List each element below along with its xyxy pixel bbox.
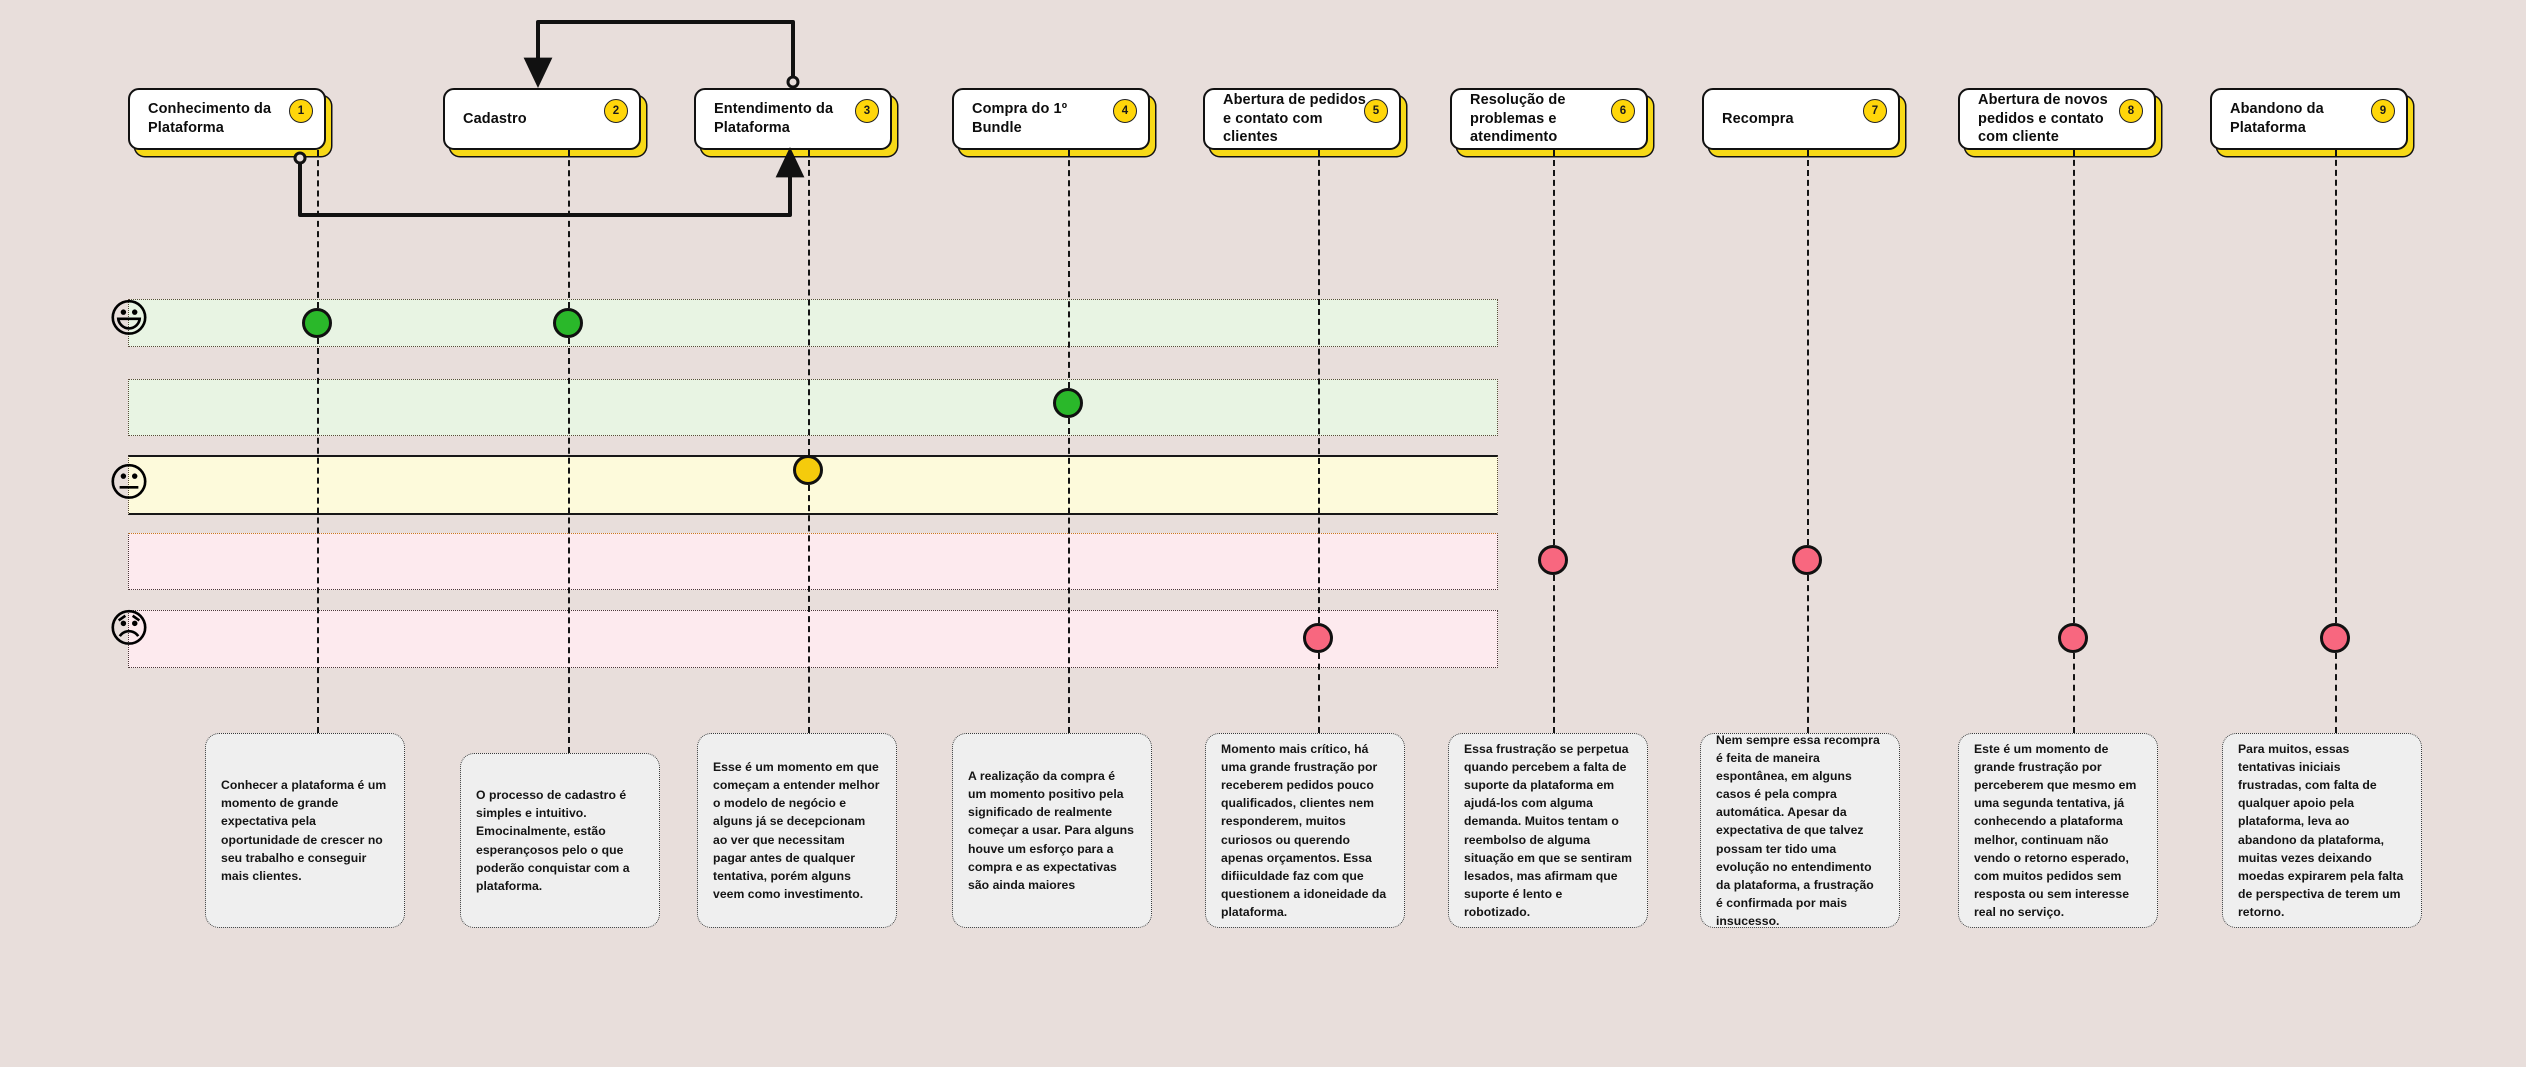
stage-box-7[interactable]: Recompra 7: [1702, 88, 1900, 150]
description-card-6[interactable]: Essa frustração se perpetua quando perce…: [1448, 733, 1648, 928]
lane-negative: [128, 533, 1498, 590]
lane-very-negative: [128, 610, 1498, 668]
description-card-1[interactable]: Conhecer a plataforma é um momento de gr…: [205, 733, 405, 928]
stage-label-1: Conhecimento da Plataforma: [148, 101, 272, 136]
neutral-face-icon: 😐: [108, 461, 150, 505]
description-card-9[interactable]: Para muitos, essas tentativas iniciais f…: [2222, 733, 2422, 928]
description-text-4: A realização da compra é um momento posi…: [968, 769, 1134, 892]
stage-leader-line-8: [2073, 150, 2075, 623]
stage-number-badge-1: 1: [289, 99, 313, 123]
stage-box-1[interactable]: Conhecimento da Plataforma 1: [128, 88, 326, 150]
stage-number-badge-6: 6: [1611, 99, 1635, 123]
journey-point-3[interactable]: [793, 455, 823, 485]
stage-leader-line-5: [1318, 150, 1320, 623]
stage-label-9: Abandono da Plataforma: [2230, 101, 2324, 136]
description-card-4[interactable]: A realização da compra é um momento posi…: [952, 733, 1152, 928]
stage-label-4: Compra do 1º Bundle: [972, 101, 1068, 136]
leader-line-3: [808, 485, 810, 733]
stage-label-3: Entendimento da Plataforma: [714, 101, 834, 136]
stage-number-badge-2: 2: [604, 99, 628, 123]
stage-leader-line-6: [1553, 150, 1555, 545]
description-card-2[interactable]: O processo de cadastro é simples e intui…: [460, 753, 660, 928]
description-card-5[interactable]: Momento mais crítico, há uma grande frus…: [1205, 733, 1405, 928]
stage-number-badge-3: 3: [855, 99, 879, 123]
stage-box-2[interactable]: Cadastro 2: [443, 88, 641, 150]
stage-box-3[interactable]: Entendimento da Plataforma 3: [694, 88, 892, 150]
leader-line-5: [1318, 653, 1320, 733]
connector-source-endpoint-1: [293, 151, 307, 165]
leader-line-7: [1807, 575, 1809, 733]
journey-point-8[interactable]: [2058, 623, 2088, 653]
description-text-3: Esse é um momento em que começam a enten…: [713, 760, 880, 901]
stage-leader-line-4: [1068, 150, 1070, 388]
description-card-3[interactable]: Esse é um momento em que começam a enten…: [697, 733, 897, 928]
leader-line-6: [1553, 575, 1555, 733]
connector-stage3-to-stage2: [523, 20, 795, 89]
description-text-6: Essa frustração se perpetua quando perce…: [1464, 742, 1632, 919]
leader-line-2: [568, 338, 570, 753]
stage-number-badge-9: 9: [2371, 99, 2395, 123]
stage-leader-line-2: [568, 150, 570, 308]
stage-number-badge-4: 4: [1113, 99, 1137, 123]
description-text-7: Nem sempre essa recompra é feita de mane…: [1716, 733, 1880, 928]
lane-positive: [128, 379, 1498, 436]
stage-number-badge-8: 8: [2119, 99, 2143, 123]
connector-source-endpoint-3: [786, 75, 800, 89]
connector-stage1-to-stage3: [298, 146, 805, 217]
journey-point-5[interactable]: [1303, 623, 1333, 653]
journey-point-9[interactable]: [2320, 623, 2350, 653]
stage-label-7: Recompra: [1722, 110, 1794, 127]
stage-label-5: Abertura de pedidos e contato com client…: [1223, 92, 1366, 146]
lane-very-positive: [128, 299, 1498, 347]
stage-leader-line-3: [808, 150, 810, 455]
stage-leader-line-7: [1807, 150, 1809, 545]
description-card-7[interactable]: Nem sempre essa recompra é feita de mane…: [1700, 733, 1900, 928]
stage-box-5[interactable]: Abertura de pedidos e contato com client…: [1203, 88, 1401, 150]
stage-box-4[interactable]: Compra do 1º Bundle 4: [952, 88, 1150, 150]
leader-line-1: [317, 338, 319, 733]
journey-point-2[interactable]: [553, 308, 583, 338]
stage-number-badge-5: 5: [1364, 99, 1388, 123]
stage-number-badge-7: 7: [1863, 99, 1887, 123]
stage-box-6[interactable]: Resolução de problemas e atendimento 6: [1450, 88, 1648, 150]
description-text-8: Este é um momento de grande frustração p…: [1974, 742, 2137, 919]
journey-point-6[interactable]: [1538, 545, 1568, 575]
stage-label-6: Resolução de problemas e atendimento: [1470, 92, 1566, 146]
happy-face-icon: 😃: [108, 297, 150, 341]
description-text-5: Momento mais crítico, há uma grande frus…: [1221, 742, 1387, 919]
leader-line-9: [2335, 653, 2337, 733]
stage-leader-line-9: [2335, 150, 2337, 623]
description-text-1: Conhecer a plataforma é um momento de gr…: [221, 778, 387, 883]
description-text-9: Para muitos, essas tentativas iniciais f…: [2238, 742, 2404, 919]
journey-point-4[interactable]: [1053, 388, 1083, 418]
stage-label-2: Cadastro: [463, 110, 527, 127]
leader-line-4: [1068, 418, 1070, 733]
stage-label-8: Abertura de novos pedidos e contato com …: [1978, 92, 2108, 146]
stage-box-8[interactable]: Abertura de novos pedidos e contato com …: [1958, 88, 2156, 150]
stage-box-9[interactable]: Abandono da Plataforma 9: [2210, 88, 2408, 150]
stage-leader-line-1: [317, 150, 319, 308]
leader-line-8: [2073, 653, 2075, 733]
sad-face-icon: 😞: [108, 607, 150, 651]
description-text-2: O processo de cadastro é simples e intui…: [476, 788, 630, 893]
journey-point-1[interactable]: [302, 308, 332, 338]
journey-point-7[interactable]: [1792, 545, 1822, 575]
description-card-8[interactable]: Este é um momento de grande frustração p…: [1958, 733, 2158, 928]
